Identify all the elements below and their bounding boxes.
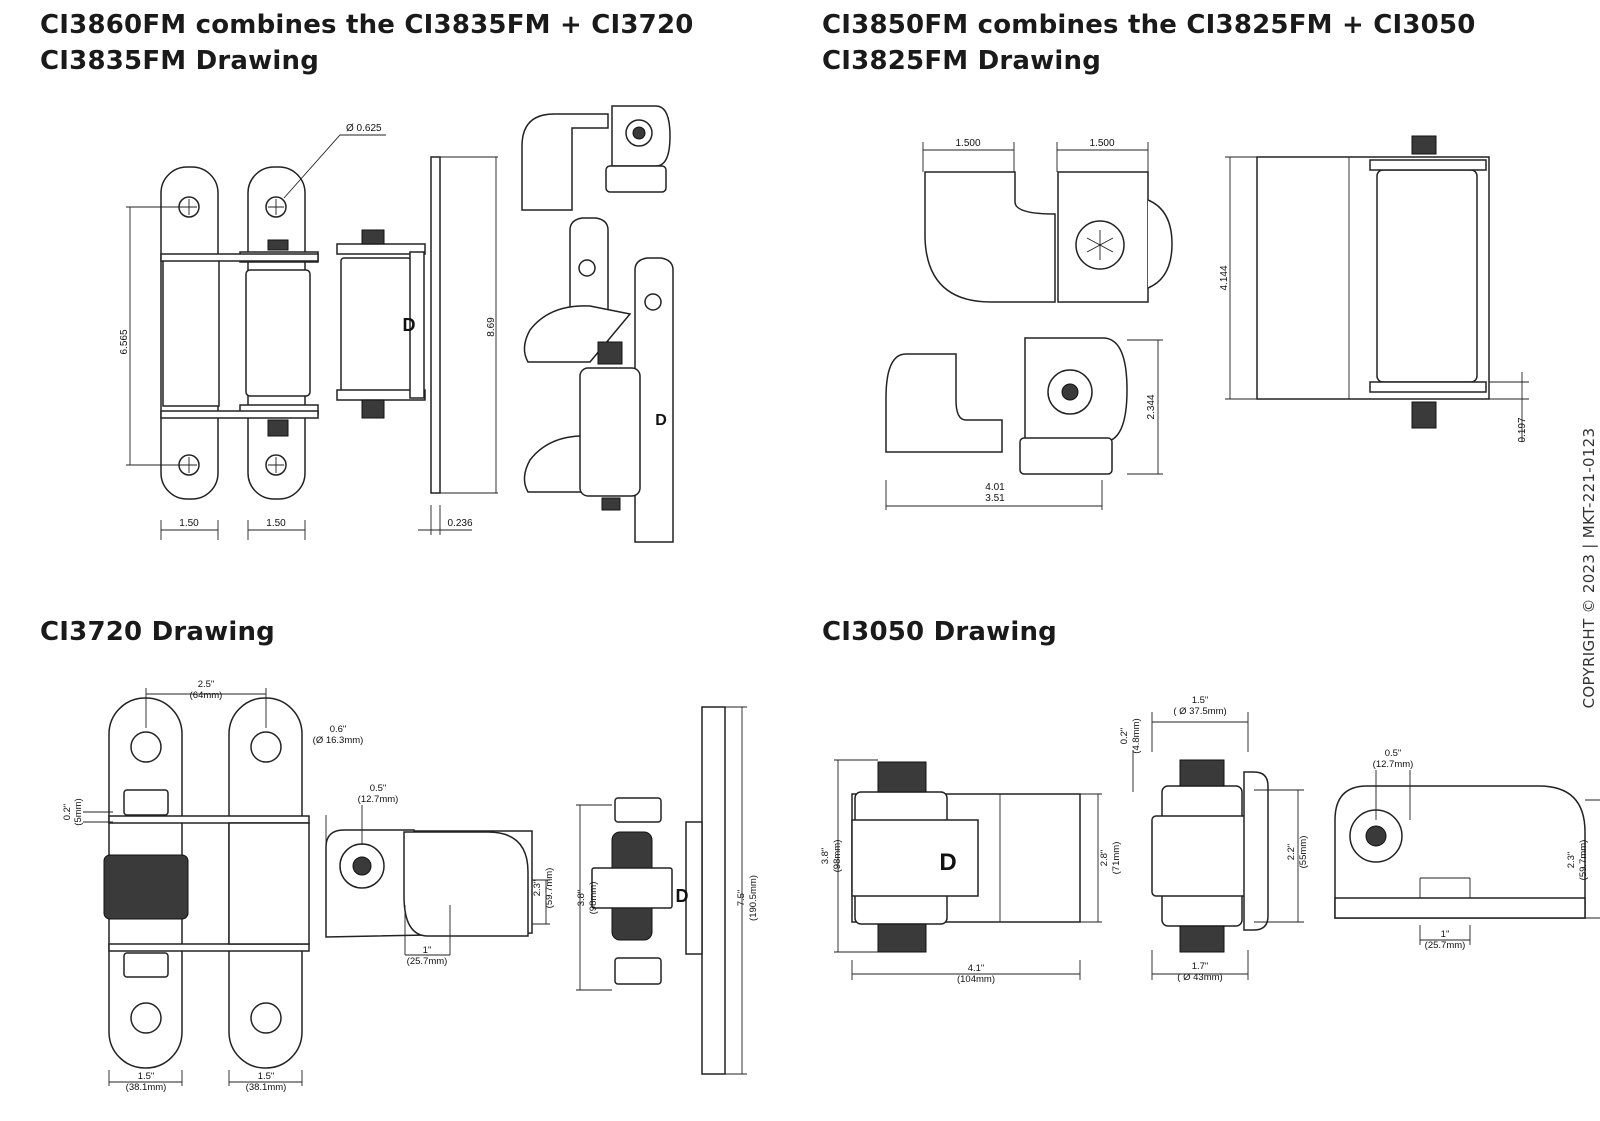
dim-17: 1.7" bbox=[1192, 961, 1209, 972]
dim-15a: 1.5" bbox=[138, 1071, 155, 1082]
dim-1500b: 1.500 bbox=[1089, 138, 1114, 149]
dim-150a: 1.50 bbox=[179, 518, 199, 529]
dim-257a: (25.7mm) bbox=[407, 956, 448, 967]
dim-43: ( Ø 43mm) bbox=[1177, 972, 1222, 983]
dim-104: (104mm) bbox=[957, 974, 995, 985]
dim-28: 2.8" bbox=[1099, 850, 1110, 867]
dim-351: 3.51 bbox=[985, 493, 1005, 504]
dim-150b: 1.50 bbox=[266, 518, 286, 529]
dim-25: 2.5" bbox=[198, 679, 215, 690]
dim-02b: 0.2" bbox=[1119, 728, 1130, 745]
dim-597a: (59.7mm) bbox=[544, 868, 555, 909]
dim-02: 0.2" bbox=[62, 804, 73, 821]
dim-869: 8.69 bbox=[486, 317, 497, 337]
dim-75: 7.5" bbox=[736, 890, 747, 907]
side-barrel bbox=[340, 257, 412, 395]
logo-3050: D bbox=[939, 849, 956, 876]
dim-48: (4.8mm) bbox=[1131, 718, 1142, 753]
dim-381a: (38.1mm) bbox=[126, 1082, 167, 1093]
dim-55: (55mm) bbox=[1298, 836, 1309, 869]
dim-127b: (12.7mm) bbox=[1373, 759, 1414, 770]
dim-1500a: 1.500 bbox=[955, 138, 980, 149]
dim-1a: 1" bbox=[423, 945, 432, 956]
spring-barrel bbox=[245, 269, 311, 397]
dim-23a: 2.3" bbox=[532, 880, 543, 897]
ci3825fm-drawing: 1.500 1.500 2.344 4.01 3.51 4.144 0.197 bbox=[885, 135, 1529, 510]
dim-127a: (12.7mm) bbox=[358, 794, 399, 805]
dim-15b: 1.5" bbox=[258, 1071, 275, 1082]
dim-98a: (98mm) bbox=[588, 882, 599, 915]
dim-15c: 1.5" bbox=[1192, 695, 1209, 706]
dim-597b: (59.7mm) bbox=[1578, 840, 1589, 881]
top-view-leaf bbox=[521, 113, 609, 211]
dim-257b: (25.7mm) bbox=[1425, 940, 1466, 951]
bottom-right-title: CI3050 Drawing bbox=[822, 617, 1057, 647]
nut bbox=[267, 239, 289, 251]
bottom-left-title: CI3720 Drawing bbox=[40, 617, 275, 647]
top-right-subtitle: CI3825FM Drawing bbox=[822, 46, 1102, 76]
logo-3720: D bbox=[676, 886, 689, 906]
ci3720-drawing: 2.5" (64mm) 0.6" (Ø 16.3mm) 0.2" (5mm) 1… bbox=[62, 679, 759, 1093]
mounting-plate bbox=[430, 156, 441, 494]
dim-38a: 3.8" bbox=[576, 890, 587, 907]
dim-98b: (98mm) bbox=[832, 840, 843, 873]
side-plate bbox=[701, 706, 726, 1075]
dim-375: ( Ø 37.5mm) bbox=[1173, 706, 1226, 717]
dim-71: (71mm) bbox=[1111, 842, 1122, 875]
dim-381b: (38.1mm) bbox=[246, 1082, 287, 1093]
logo-mark-iso: D bbox=[655, 412, 667, 429]
dim-06: 0.6" bbox=[330, 724, 347, 735]
dim-1b: 1" bbox=[1441, 929, 1450, 940]
top-left-subtitle: CI3835FM Drawing bbox=[40, 46, 320, 76]
dim-0197: 0.197 bbox=[1517, 417, 1528, 442]
dim-05b: 0.5" bbox=[1385, 748, 1402, 759]
dim-0236: 0.236 bbox=[447, 518, 472, 529]
dim-2344: 2.344 bbox=[1146, 394, 1157, 419]
dim-401: 4.01 bbox=[985, 482, 1005, 493]
dim-41: 4.1" bbox=[968, 963, 985, 974]
top-left-title: CI3860FM combines the CI3835FM + CI3720 bbox=[40, 10, 694, 40]
logo-mark: D bbox=[403, 315, 416, 335]
dim-5mm: (5mm) bbox=[73, 798, 84, 825]
dim-22: 2.2" bbox=[1286, 844, 1297, 861]
dim-64mm: (64mm) bbox=[190, 690, 223, 701]
dim-6565: 6.565 bbox=[119, 329, 130, 354]
dim-hole-dia: Ø 0.625 bbox=[346, 123, 382, 134]
top-view-leaf bbox=[924, 171, 1056, 303]
dim-4144: 4.144 bbox=[1219, 265, 1230, 290]
dim-1905: (190.5mm) bbox=[748, 875, 759, 921]
nut bbox=[267, 419, 289, 437]
ci3050-drawing: D 3.8" (98mm) 2.8" (71mm) 4.1" (104mm) 1… bbox=[820, 695, 1600, 985]
ci3835fm-drawing: 6.565 1.50 1.50 Ø 0.625 D 8.69 0.236 D bbox=[119, 105, 674, 543]
dim-05a: 0.5" bbox=[370, 783, 387, 794]
dim-38b: 3.8" bbox=[820, 848, 831, 865]
top-right-title: CI3850FM combines the CI3825FM + CI3050 bbox=[822, 10, 1476, 40]
dim-163mm: (Ø 16.3mm) bbox=[313, 735, 364, 746]
dim-23b: 2.3" bbox=[1566, 852, 1577, 869]
